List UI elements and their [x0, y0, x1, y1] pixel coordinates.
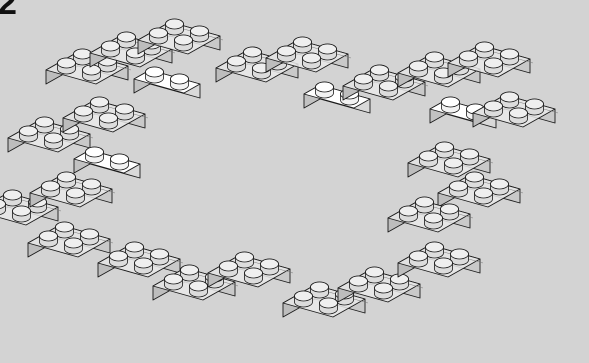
stud	[151, 249, 169, 265]
stud	[228, 56, 246, 72]
transparent-plate	[438, 172, 523, 207]
stud	[190, 281, 208, 297]
stud	[166, 19, 184, 35]
stud	[420, 151, 438, 167]
stud	[116, 104, 134, 120]
stud	[13, 206, 31, 222]
stud	[485, 101, 503, 117]
stud	[426, 242, 444, 258]
transparent-plate	[28, 222, 113, 257]
stud	[485, 58, 503, 74]
stud	[56, 222, 74, 238]
stud	[102, 41, 120, 57]
stud	[58, 58, 76, 74]
stud	[45, 133, 63, 149]
stud	[425, 213, 443, 229]
stud	[466, 172, 484, 188]
stud	[126, 242, 144, 258]
stud	[261, 259, 279, 275]
stud	[410, 251, 428, 267]
stud	[40, 231, 58, 247]
stud	[371, 65, 389, 81]
stud	[220, 261, 238, 277]
stud	[245, 268, 263, 284]
stud	[118, 32, 136, 48]
stud	[181, 265, 199, 281]
stud	[86, 147, 104, 163]
stud	[501, 92, 519, 108]
stud	[450, 181, 468, 197]
stud	[91, 97, 109, 113]
stud	[435, 258, 453, 274]
stud	[476, 42, 494, 58]
stud	[441, 204, 459, 220]
stud	[366, 267, 384, 283]
stud	[146, 67, 164, 83]
stud	[81, 229, 99, 245]
stud	[295, 291, 313, 307]
transparent-plate	[398, 242, 483, 277]
stud	[74, 49, 92, 65]
stud	[475, 188, 493, 204]
stud	[110, 251, 128, 267]
transparent-plate	[388, 197, 473, 232]
stud	[58, 172, 76, 188]
stud	[375, 283, 393, 299]
stud	[442, 97, 460, 113]
stud	[165, 274, 183, 290]
stud	[350, 276, 368, 292]
stud	[400, 206, 418, 222]
stud	[20, 126, 38, 142]
stud	[436, 142, 454, 158]
transparent-plate	[408, 142, 493, 177]
stud	[278, 46, 296, 62]
stud	[294, 37, 312, 53]
stud	[135, 258, 153, 274]
stud	[311, 282, 329, 298]
solid-plate	[134, 67, 200, 98]
stud	[460, 51, 478, 67]
stud	[510, 108, 528, 124]
stud	[83, 65, 101, 81]
stud	[380, 81, 398, 97]
stud	[461, 149, 479, 165]
stud	[303, 53, 321, 69]
solid-plate	[74, 147, 140, 178]
stud	[526, 99, 544, 115]
stud	[445, 158, 463, 174]
stud	[416, 197, 434, 213]
stud	[42, 181, 60, 197]
stud	[319, 44, 337, 60]
stud	[36, 117, 54, 133]
stud	[316, 82, 334, 98]
stud	[410, 61, 428, 77]
stud	[83, 179, 101, 195]
stud	[67, 188, 85, 204]
stud	[191, 26, 209, 42]
stud	[355, 74, 373, 90]
stud	[236, 252, 254, 268]
stud	[175, 35, 193, 51]
stud	[171, 74, 189, 90]
stud	[65, 238, 83, 254]
stud	[451, 249, 469, 265]
stud	[111, 154, 129, 170]
stud	[244, 47, 262, 63]
stud	[75, 106, 93, 122]
stud	[491, 179, 509, 195]
stud	[150, 28, 168, 44]
stud	[100, 113, 118, 129]
stud	[4, 190, 22, 206]
stud	[426, 52, 444, 68]
stud	[0, 199, 6, 215]
transparent-plate	[98, 242, 183, 277]
stud	[501, 49, 519, 65]
stud	[320, 298, 338, 314]
